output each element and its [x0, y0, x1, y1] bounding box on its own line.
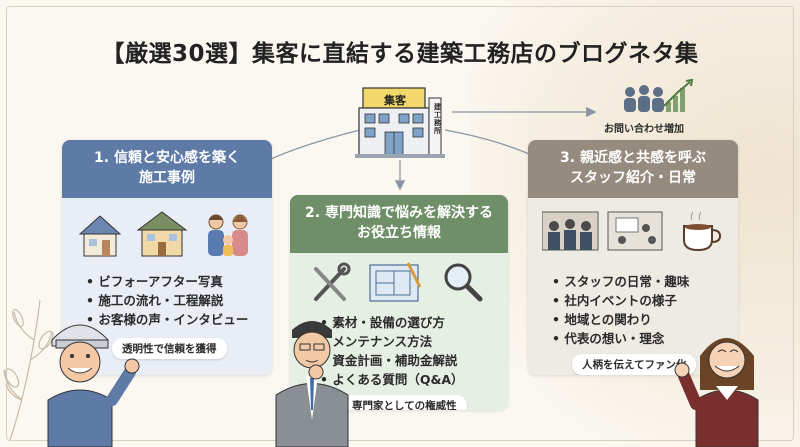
- worker-character-icon: [47, 324, 140, 447]
- meeting-photo-icon: [607, 211, 663, 251]
- tools-icon: [314, 262, 351, 301]
- office-building-icon: [355, 87, 445, 158]
- house-icon: [78, 215, 122, 257]
- blueprint-icon: [369, 262, 422, 302]
- panel-1-heading-line1: 1. 信頼と安心感を築く: [94, 150, 240, 166]
- panel-3-illustrations: [542, 211, 722, 252]
- list-item: ビフォーアフター写真: [86, 272, 248, 291]
- panel-1-heading-line2: 施工事例: [139, 170, 195, 186]
- panel-2-heading: 2. 専門知識で悩みを解決する お役立ち情報: [290, 195, 508, 253]
- list-item: 地域との関わり: [552, 310, 689, 329]
- panel-useful-info: 2. 専門知識で悩みを解決する お役立ち情報 素材・設備の選び方 メンテナンス方…: [290, 195, 508, 410]
- panel-3-badge: 人柄を伝えてファン化: [572, 354, 697, 375]
- list-item: スタッフの日常・趣味: [552, 272, 689, 291]
- page-frame: [6, 6, 794, 441]
- staff-character-icon: [674, 338, 759, 447]
- panel-staff-intro: 3. 親近感と共感を呼ぶ スタッフ紹介・日常 スタッフの日常・趣味: [528, 140, 738, 375]
- panel-3-heading-line2: スタッフ紹介・日常: [570, 170, 696, 186]
- panel-3-list: スタッフの日常・趣味 社内イベントの様子 地域との関わり 代表の想い・理念: [552, 272, 689, 348]
- panel-1-heading: 1. 信頼と安心感を築く 施工事例: [62, 140, 272, 198]
- building-sign: 集客: [384, 94, 406, 107]
- list-item: 社内イベントの様子: [552, 291, 689, 310]
- coffee-cup-icon: [683, 211, 722, 252]
- list-item: お客様の声・インタビュー: [86, 310, 248, 329]
- panel-1-list: ビフォーアフター写真 施工の流れ・工程解説 お客様の声・インタビュー: [86, 272, 248, 329]
- panel-3-heading: 3. 親近感と共感を呼ぶ スタッフ紹介・日常: [528, 140, 738, 198]
- panel-2-badge: 専門家としての権威性: [342, 395, 467, 410]
- panel-2-list: 素材・設備の選び方 メンテナンス方法 資金計画・補助金解説 よくある質問（Q&A…: [320, 313, 464, 389]
- panel-2-heading-line2: お役立ち情報: [357, 225, 441, 241]
- panel-construction-examples: 1. 信頼と安心感を築く 施工事例 ビ: [62, 140, 272, 375]
- page-title: 【厳選30選】集客に直結する建築工務店のブログネタ集: [101, 41, 699, 67]
- two-story-house-icon: [136, 211, 188, 257]
- panel-1-illustrations: [78, 211, 248, 257]
- list-item: 施工の流れ・工程解説: [86, 291, 248, 310]
- panel-3-heading-line1: 3. 親近感と共感を呼ぶ: [560, 150, 706, 166]
- inquiry-increase-label: お問い合わせ増加: [604, 124, 684, 135]
- magnifier-icon: [444, 263, 483, 302]
- family-icon: [208, 214, 248, 256]
- panel-2-heading-line1: 2. 専門知識で悩みを解決する: [305, 205, 493, 221]
- building-side-sign: 建工務所: [434, 103, 441, 135]
- expert-character-icon: [275, 321, 349, 447]
- panel-1-badge: 透明性で信頼を獲得: [112, 338, 227, 359]
- staff-group-photo-icon: [542, 211, 599, 251]
- panel-2-illustrations: [314, 262, 483, 302]
- list-item: メンテナンス方法: [320, 332, 464, 351]
- list-item: よくある質問（Q&A）: [320, 370, 463, 389]
- list-item: 代表の想い・理念: [552, 329, 689, 348]
- list-item: 素材・設備の選び方: [320, 313, 464, 332]
- list-item: 資金計画・補助金解説: [320, 351, 464, 370]
